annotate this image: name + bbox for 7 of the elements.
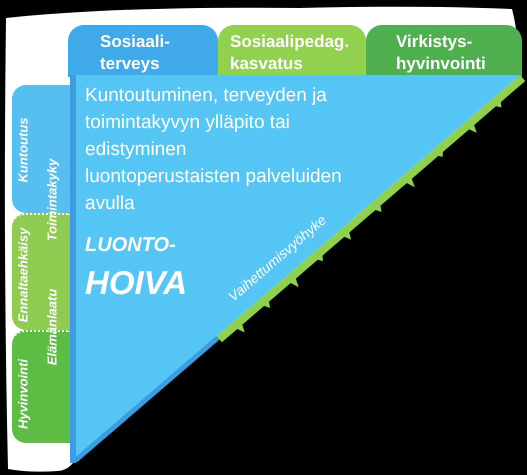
title-text: LUONTO- HOIVA — [85, 233, 188, 302]
category-tab: Virkistys- hyvinvointi — [366, 25, 522, 77]
category-tab: Sosiaali- terveys — [68, 25, 218, 77]
side-label: Elämänlaatu — [44, 288, 60, 366]
side-label: Toimintakyky — [44, 158, 60, 242]
description-text: Kuntoutuminen, terveyden ja toimintakyvyn ylläpito tai edistyminen luontoperustaisten palveluiden avulla — [85, 84, 343, 216]
category-tab: Sosiaalipedag. kasvatus — [218, 25, 366, 77]
